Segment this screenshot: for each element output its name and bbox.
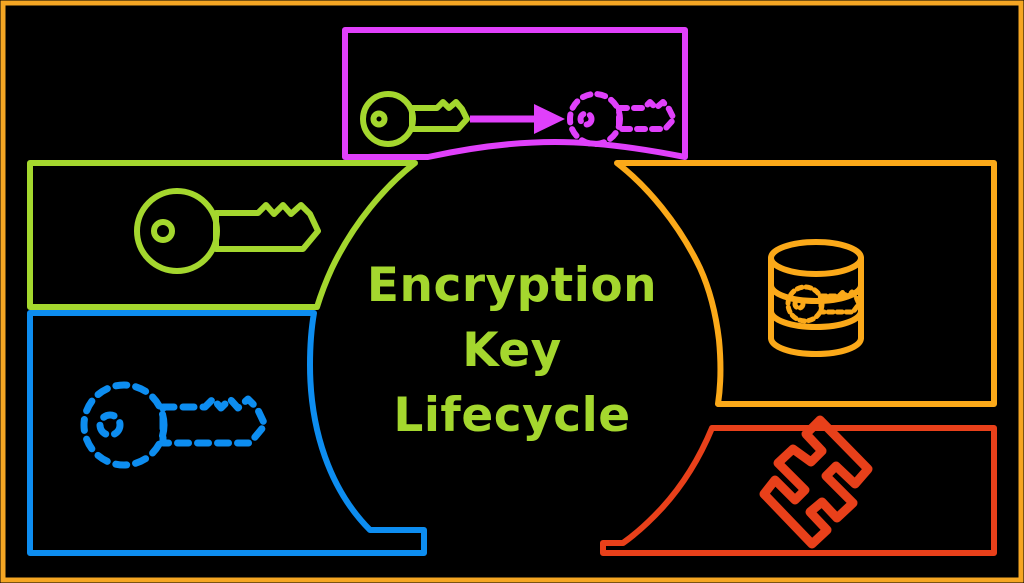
rotation-panel-outline (342, 27, 688, 160)
rotation-arrow-icon (470, 104, 565, 134)
rotation-source-key-icon (360, 91, 470, 147)
hub-title-line-1: Encryption (367, 258, 657, 313)
generation-key-icon (134, 188, 321, 274)
distribution-panel[interactable] (27, 310, 427, 556)
generation-panel-outline (27, 160, 418, 310)
rotation-result-key-icon (567, 91, 677, 147)
rotation-panel[interactable] (342, 27, 688, 160)
hub-title-line-3: Lifecycle (393, 388, 630, 443)
storage-panel-outline (614, 160, 997, 407)
generation-panel[interactable] (27, 160, 418, 310)
destruction-x-icon (759, 415, 873, 549)
destruction-panel-outline (600, 425, 997, 556)
destruction-panel[interactable] (600, 415, 997, 556)
storage-panel[interactable] (614, 160, 997, 407)
distribution-key-icon (80, 381, 269, 469)
storage-inner-key-icon (785, 284, 862, 324)
distribution-panel-outline (27, 310, 427, 556)
storage-database-icon (768, 239, 864, 357)
hub-title-line-2: Key (462, 323, 562, 378)
